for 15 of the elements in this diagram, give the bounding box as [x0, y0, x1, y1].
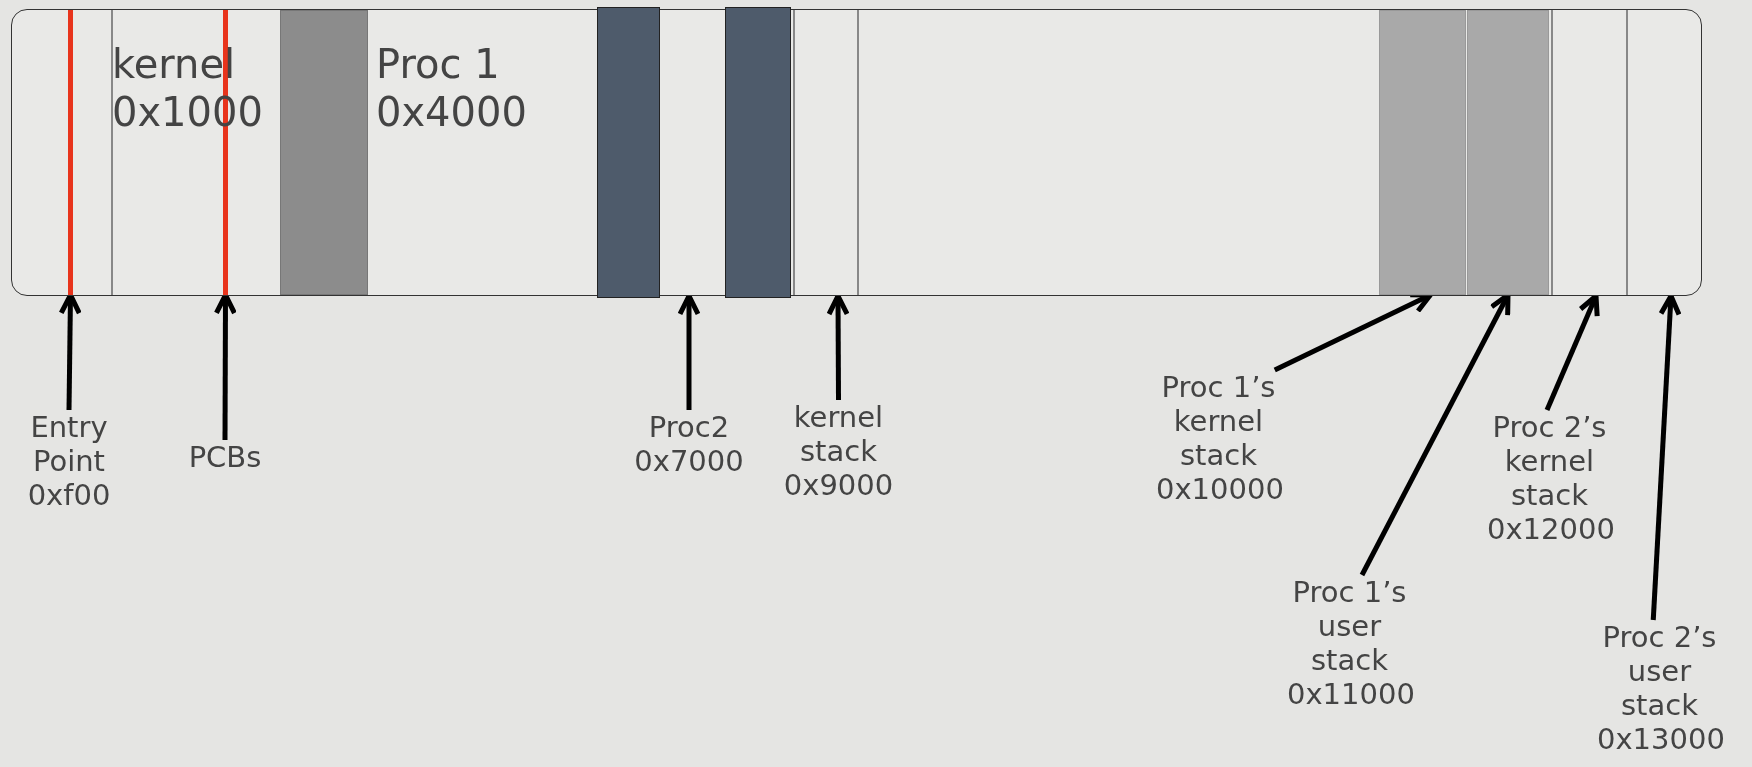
address-label: Proc 2’s kernel stack 0x12000 [1487, 410, 1612, 546]
address-label: Proc 1’s kernel stack 0x10000 [1156, 370, 1281, 506]
address-label: kernel stack 0x9000 [776, 400, 901, 502]
memory-region [1379, 10, 1466, 295]
address-label: PCBs [165, 440, 285, 474]
address-label: Proc 2’s user stack 0x13000 [1597, 620, 1722, 756]
memory-region [597, 7, 660, 298]
address-label: Entry Point 0xf00 [14, 410, 124, 512]
region-label: Proc 1 0x4000 [376, 40, 528, 136]
memory-region [725, 7, 791, 298]
memory-bar [11, 9, 1702, 296]
address-label: Proc2 0x7000 [634, 410, 744, 478]
memory-region [280, 10, 368, 295]
address-label: Proc 1’s user stack 0x11000 [1287, 575, 1412, 711]
memory-region [1467, 10, 1549, 295]
